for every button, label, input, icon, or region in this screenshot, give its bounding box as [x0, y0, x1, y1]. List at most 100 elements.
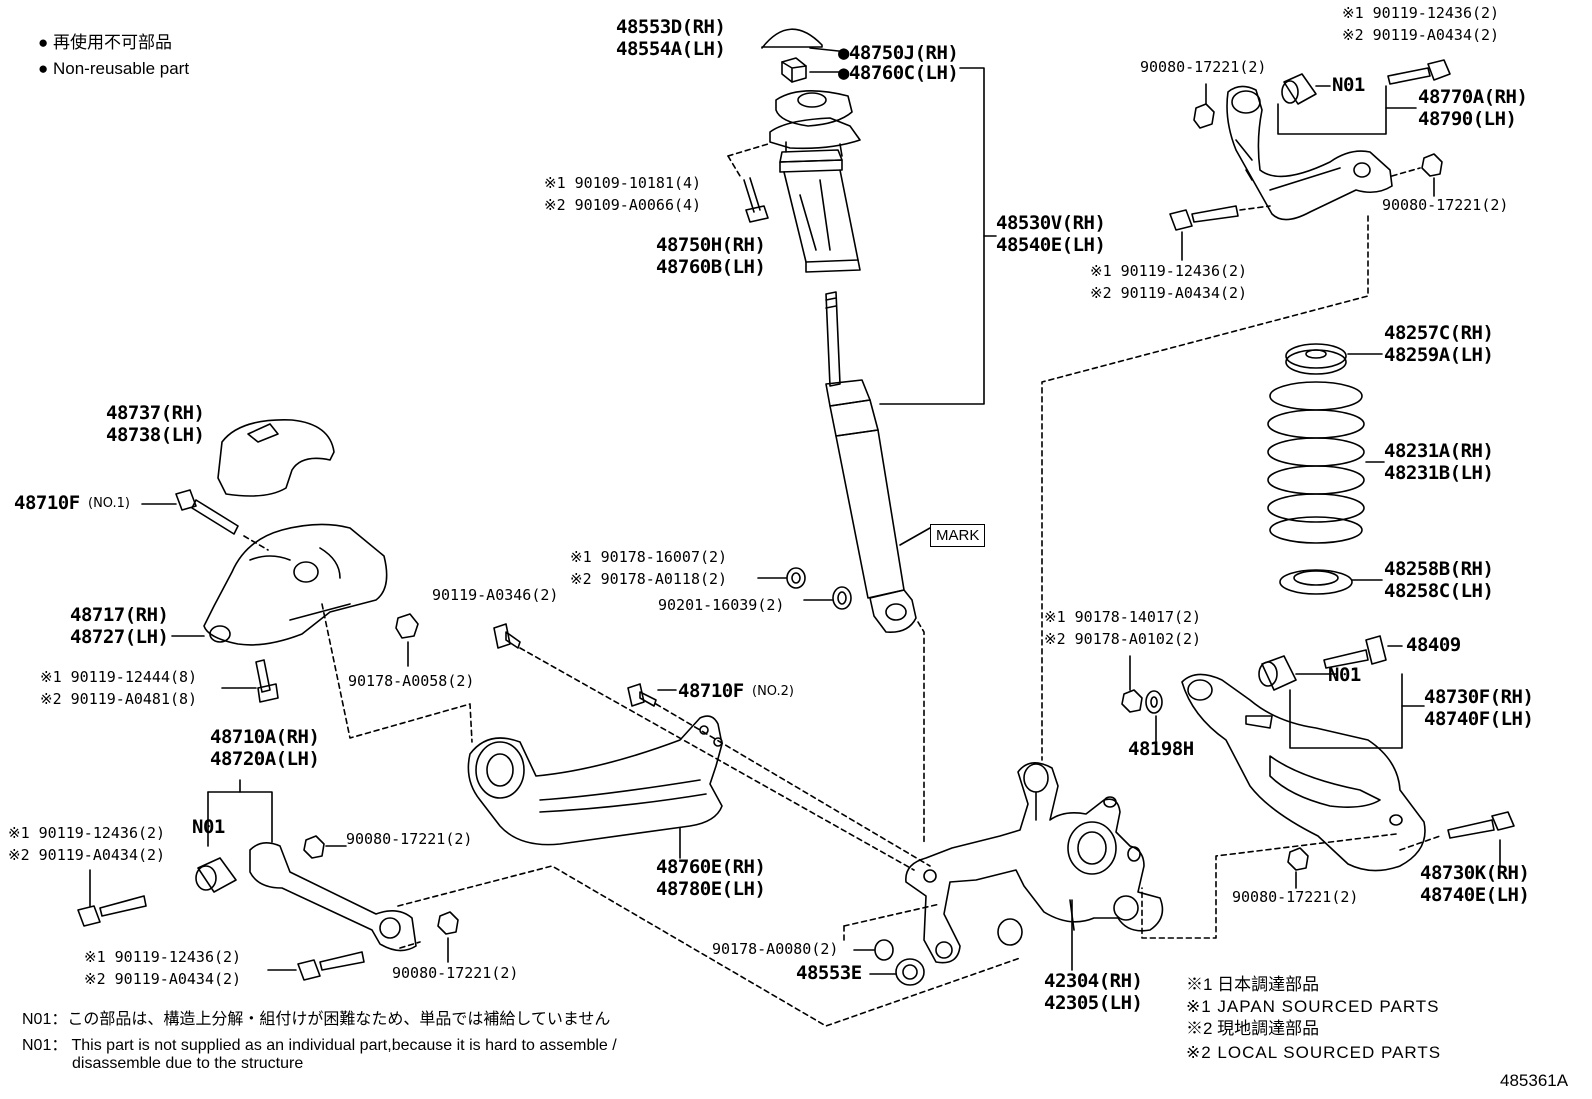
- bolt-top: [1387, 59, 1451, 85]
- upper-spring-insulator: [1285, 343, 1347, 375]
- support-bolt: [743, 177, 769, 223]
- label-48198H: 48198H: [1128, 738, 1194, 760]
- washer-90201: [832, 586, 852, 610]
- label-90178-A0058: 90178-A0058(2): [348, 672, 475, 690]
- bolt-bottom: [297, 951, 365, 981]
- upper-nut: [781, 57, 807, 83]
- label-48790: 48790(LH): [1418, 108, 1517, 130]
- label-48231B: 48231B(LH): [1384, 462, 1494, 484]
- bushing-n01-top: [1281, 73, 1317, 105]
- steering-knuckle: [905, 762, 1164, 964]
- bolt-90119-12444: [255, 659, 279, 703]
- label-s2-90178-A0118: ※2 90178-A0118(2): [570, 570, 728, 588]
- label-48553D: 48553D(RH): [616, 16, 726, 38]
- label-48710F-2-sub: (NO.2): [752, 684, 794, 699]
- label-n01-left: N01: [192, 816, 225, 838]
- bolt-90119-A0346: [493, 623, 521, 649]
- label-42305: 42305(LH): [1044, 992, 1143, 1014]
- label-s2-90178-A0102: ※2 90178-A0102(2): [1044, 630, 1202, 648]
- legend-non-reusable-en: ● Non-reusable part: [38, 59, 190, 78]
- footnote-n01-en-1: N01： This part is not supplied as an ind…: [22, 1037, 617, 1054]
- shock-support: [769, 90, 861, 157]
- label-48258B: 48258B(RH): [1384, 558, 1494, 580]
- label-48257C: 48257C(RH): [1384, 322, 1494, 344]
- label-48710F-1: 48710F: [14, 492, 80, 514]
- label-90080-tr: 90080-17221(2): [1382, 196, 1509, 214]
- upper-control-arm: [1226, 85, 1393, 221]
- label-48231A: 48231A(RH): [1384, 440, 1494, 462]
- bushing-n01-right: [1258, 655, 1297, 691]
- lower-control-arm: [1181, 673, 1426, 872]
- label-s1-90178-16007: ※1 90178-16007(2): [570, 548, 728, 566]
- label-s1-90119-12444: ※1 90119-12444(8): [40, 668, 198, 686]
- bolt-48710F-2: [627, 683, 657, 707]
- bump-stopper: [779, 149, 861, 273]
- label-s1-left-90119: ※1 90119-12436(2): [8, 824, 166, 842]
- label-s1-90178-14017: ※1 90178-14017(2): [1044, 608, 1202, 626]
- label-90080-br: 90080-17221(2): [1232, 888, 1359, 906]
- bushing-n01-left: [195, 857, 237, 893]
- label-48750H: 48750H(RH): [656, 234, 766, 256]
- label-90080-tl: 90080-17221(2): [1140, 58, 1267, 76]
- label-n01-top: N01: [1332, 74, 1365, 96]
- legend-non-reusable-ja: ● 再使用不可部品: [38, 33, 172, 52]
- label-48553E: 48553E: [796, 962, 862, 984]
- nut-90080-br: [1287, 847, 1309, 871]
- sourcing-s1-en: ※1 JAPAN SOURCED PARTS: [1186, 997, 1440, 1016]
- label-s2-left-90119: ※2 90119-A0434(2): [8, 846, 166, 864]
- label-48259A: 48259A(LH): [1384, 344, 1494, 366]
- label-s2-90119-A0481: ※2 90119-A0481(8): [40, 690, 198, 708]
- label-90178-A0080: 90178-A0080(2): [712, 940, 839, 958]
- label-48760E: 48760E(RH): [656, 856, 766, 878]
- label-48730F: 48730F(RH): [1424, 686, 1534, 708]
- label-48710A: 48710A(RH): [210, 726, 320, 748]
- label-90080-bot: 90080-17221(2): [392, 964, 519, 982]
- bolt-left: [77, 895, 147, 927]
- label-48717: 48717(RH): [70, 604, 169, 626]
- label-42304: 42304(RH): [1044, 970, 1143, 992]
- nut-90080-tr: [1421, 153, 1443, 177]
- label-48258C: 48258C(LH): [1384, 580, 1494, 602]
- trailing-arm: [467, 715, 723, 846]
- label-48750J: ●48750J(RH): [838, 42, 959, 64]
- shock-absorber: [825, 291, 917, 634]
- label-90119-A0346: 90119-A0346(2): [432, 586, 559, 604]
- label-s2-90109: ※2 90109-A0066(4): [544, 196, 702, 214]
- label-s1-top-90119: ※1 90119-12436(2): [1342, 4, 1500, 22]
- label-s2-top-90119: ※2 90119-A0434(2): [1342, 26, 1500, 44]
- label-s2-mid-90119: ※2 90119-A0434(2): [1090, 284, 1248, 302]
- bolt-mid: [1169, 205, 1239, 231]
- bolt-48730K: [1447, 811, 1515, 839]
- bushing-48553E: [895, 958, 925, 986]
- nut-90178-16007: [786, 567, 806, 589]
- label-s1-bot-90119: ※1 90119-12436(2): [84, 948, 242, 966]
- nut-90178-A0080: [874, 939, 894, 961]
- bolt-48409: [1323, 635, 1387, 669]
- label-s2-bot-90119: ※2 90119-A0434(2): [84, 970, 242, 988]
- label-48554A: 48554A(LH): [616, 38, 726, 60]
- bolt-48710F-1: [175, 489, 239, 535]
- label-48760C: ●48760C(LH): [838, 62, 959, 84]
- label-48780E: 48780E(LH): [656, 878, 766, 900]
- nut-90080-bot: [437, 911, 459, 935]
- footnote-n01-ja: N01：この部品は、構造上分解・組付けが困難なため、単品では補給していません: [22, 1011, 611, 1028]
- rear-suspension-member-bracket: [203, 523, 388, 646]
- nut-90178-14017: [1121, 689, 1143, 713]
- washer-48198H: [1145, 690, 1163, 714]
- label-48710F-1-sub: (NO.1): [88, 496, 130, 511]
- illustration-id: 485361A: [1500, 1071, 1569, 1090]
- label-48737: 48737(RH): [106, 402, 205, 424]
- label-48740E: 48740E(LH): [1420, 884, 1530, 906]
- footnote-n01-en-2: disassemble due to the structure: [72, 1055, 304, 1072]
- coil-spring: [1267, 381, 1365, 544]
- label-48770A: 48770A(RH): [1418, 86, 1528, 108]
- label-48760B: 48760B(LH): [656, 256, 766, 278]
- label-48740F: 48740F(LH): [1424, 708, 1534, 730]
- nut-90080-mid: [303, 835, 325, 859]
- label-48727: 48727(LH): [70, 626, 169, 648]
- label-48530V: 48530V(RH): [996, 212, 1106, 234]
- label-48409: 48409: [1406, 634, 1461, 656]
- nut-90080-tl: [1193, 103, 1215, 129]
